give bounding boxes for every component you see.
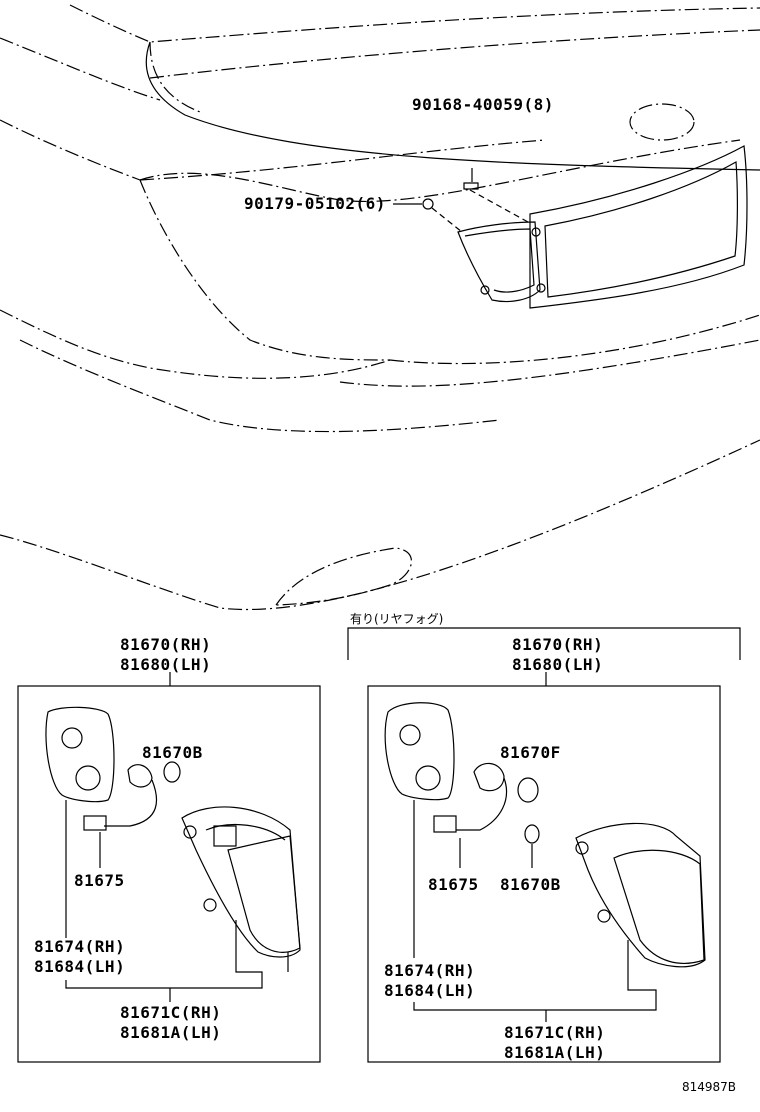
right-kit-frame bbox=[367, 685, 721, 1063]
nut-callout: 90179-05102(6) bbox=[244, 194, 386, 213]
option-bracket bbox=[347, 627, 741, 660]
left-housing-rh-label: 81671C(RH) bbox=[120, 1003, 222, 1022]
right-lens-lh-label: 81684(LH) bbox=[384, 981, 476, 1000]
left-assembly-rh-label: 81670(RH) bbox=[120, 635, 212, 654]
bolt-callout: 90168-40059(8) bbox=[412, 95, 554, 114]
car-body-outline bbox=[0, 4, 760, 611]
bolt-symbol bbox=[463, 182, 479, 190]
left-socket-label: 81675 bbox=[74, 871, 125, 890]
left-lens-rh-label: 81674(RH) bbox=[34, 937, 126, 956]
left-assembly-lh-label: 81680(LH) bbox=[120, 655, 212, 674]
right-bulb-top-label: 81670F bbox=[500, 743, 561, 762]
optional-rear-fog-note: 有り(リヤフォグ) bbox=[350, 612, 444, 626]
right-lens-rh-label: 81674(RH) bbox=[384, 961, 476, 980]
nut-symbol bbox=[422, 198, 434, 210]
left-kit-frame bbox=[17, 685, 321, 1063]
right-socket-label: 81675 bbox=[428, 875, 479, 894]
left-lens-lh-label: 81684(LH) bbox=[34, 957, 126, 976]
right-assembly-rh-label: 81670(RH) bbox=[512, 635, 604, 654]
left-housing-lh-label: 81681A(LH) bbox=[120, 1023, 222, 1042]
right-housing-rh-label: 81671C(RH) bbox=[504, 1023, 606, 1042]
figure-id: 814987B bbox=[682, 1080, 737, 1094]
right-bulb-bottom-label: 81670B bbox=[500, 875, 561, 894]
license-plate-inner bbox=[544, 161, 738, 298]
right-assembly-lh-label: 81680(LH) bbox=[512, 655, 604, 674]
fog-lamp-installed bbox=[457, 221, 541, 303]
right-housing-lh-label: 81681A(LH) bbox=[504, 1043, 606, 1062]
left-gasket bbox=[45, 706, 115, 803]
license-plate-recess bbox=[529, 145, 748, 309]
left-bulb-label: 81670B bbox=[142, 743, 203, 762]
left-lamp-housing bbox=[181, 806, 301, 958]
right-gasket bbox=[384, 702, 455, 801]
right-lamp-housing bbox=[575, 822, 706, 968]
